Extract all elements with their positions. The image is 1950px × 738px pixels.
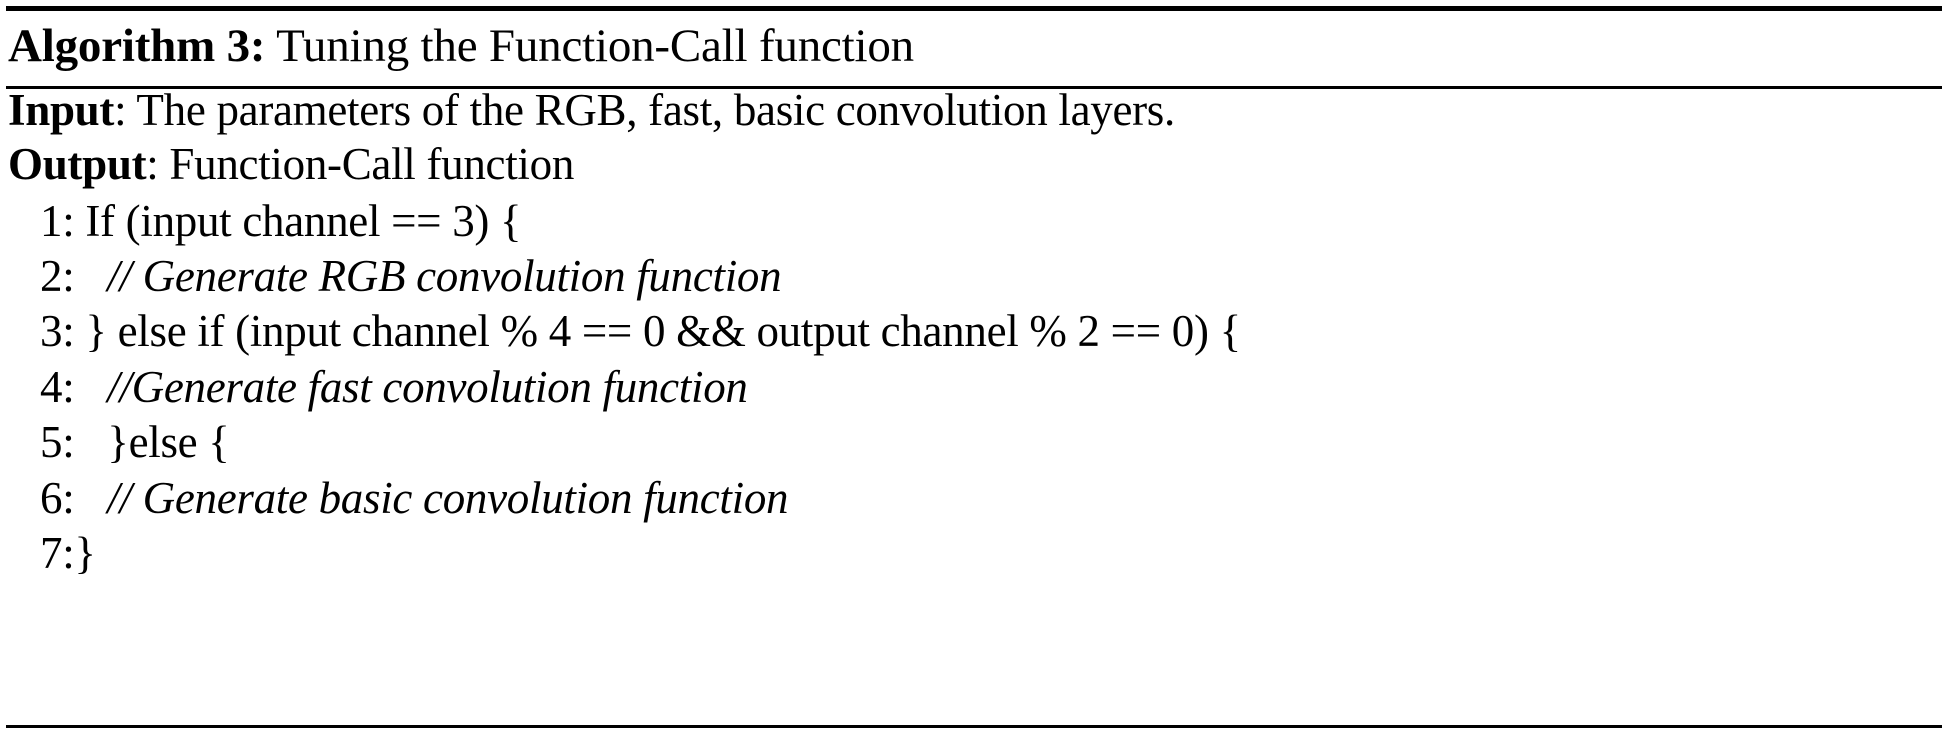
output-text: : Function-Call function — [146, 139, 575, 189]
algorithm-title: Tuning the Function-Call function — [265, 20, 914, 72]
step-gap-1 — [74, 196, 85, 246]
top-rule — [6, 6, 1942, 11]
output-line: Output: Function-Call function — [8, 139, 574, 189]
step-gap-2 — [74, 251, 107, 301]
step-line-4: 4: //Generate fast convolution function — [40, 362, 748, 412]
bottom-rule — [6, 725, 1942, 728]
step-line-2: 2: // Generate RGB convolution function — [40, 251, 782, 301]
step-line-7: 7:} — [40, 528, 96, 578]
output-label: Output — [8, 139, 147, 189]
step-text-5: }else { — [107, 417, 230, 467]
step-text-2: // Generate RGB convolution function — [107, 251, 782, 301]
step-text-4: //Generate fast convolution function — [107, 362, 748, 412]
input-line: Input: The parameters of the RGB, fast, … — [8, 85, 1175, 135]
step-number-6: 6: — [40, 473, 75, 523]
input-label: Input — [8, 85, 115, 135]
step-gap-6 — [74, 473, 107, 523]
step-text-6: // Generate basic convolution function — [107, 473, 789, 523]
middle-rule — [6, 86, 1942, 89]
step-text-7: } — [74, 528, 96, 578]
step-number-3: 3: — [40, 306, 75, 356]
step-number-1: 1: — [40, 196, 75, 246]
input-text: : The parameters of the RGB, fast, basic… — [114, 85, 1175, 135]
step-gap-5 — [74, 417, 107, 467]
step-number-7: 7: — [40, 528, 75, 578]
step-gap-4 — [74, 362, 107, 412]
step-text-3: } else if (input channel % 4 == 0 && out… — [85, 306, 1241, 356]
step-number-4: 4: — [40, 362, 75, 412]
algorithm-title-line: Algorithm 3: Tuning the Function-Call fu… — [8, 16, 914, 76]
step-line-5: 5: }else { — [40, 417, 230, 467]
step-text-1: If (input channel == 3) { — [85, 196, 522, 246]
step-number-2: 2: — [40, 251, 75, 301]
step-line-6: 6: // Generate basic convolution functio… — [40, 473, 789, 523]
algorithm-label: Algorithm 3: — [8, 20, 266, 72]
step-gap-3 — [74, 306, 85, 356]
step-line-3: 3: } else if (input channel % 4 == 0 && … — [40, 306, 1241, 356]
step-number-5: 5: — [40, 417, 75, 467]
step-line-1: 1: If (input channel == 3) { — [40, 196, 522, 246]
